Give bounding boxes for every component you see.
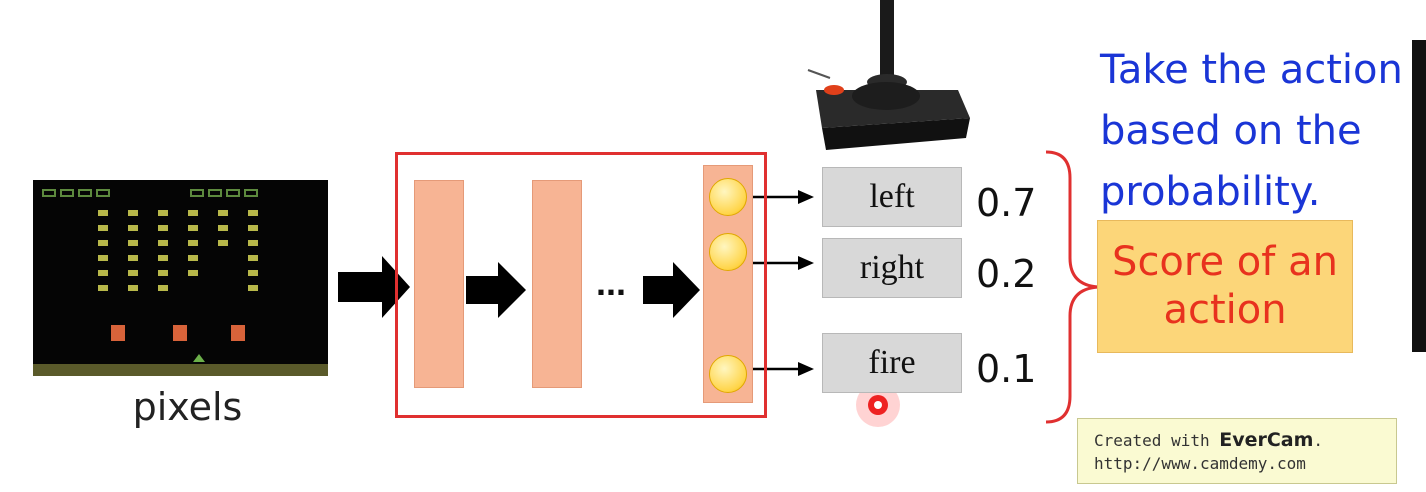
take-action-line: Take the action <box>1100 47 1403 93</box>
layer-arrow-2 <box>643 262 700 318</box>
take-action-line: based on the <box>1100 108 1362 154</box>
take-action-note: Take the action based on the probability… <box>1100 40 1420 223</box>
watermark-brand: EverCam <box>1219 429 1314 451</box>
joystick-icon <box>807 0 970 150</box>
action-box-fire: fire <box>822 333 962 393</box>
right-edge-bar <box>1412 40 1426 352</box>
game-pixels-art <box>33 189 328 376</box>
action-box-left: left <box>822 167 962 227</box>
output-neuron-fire <box>709 355 747 393</box>
probability-fire: 0.1 <box>976 347 1037 391</box>
hidden-layer-2 <box>532 180 582 388</box>
watermark-url: http://www.camdemy.com <box>1094 454 1306 473</box>
score-line: action <box>1163 287 1287 333</box>
evercam-watermark: Created with EverCam. http://www.camdemy… <box>1077 418 1397 484</box>
watermark-prefix: Created with <box>1094 431 1220 450</box>
input-arrow <box>338 256 410 318</box>
game-screen-image <box>33 180 328 376</box>
curly-brace <box>1045 150 1099 424</box>
output-arrow-left <box>748 190 814 204</box>
output-neuron-right <box>709 233 747 271</box>
output-neuron-left <box>709 178 747 216</box>
watermark-suffix: . <box>1313 431 1324 450</box>
output-arrow-right <box>748 256 814 270</box>
take-action-line: probability. <box>1100 169 1321 215</box>
hidden-layers-ellipsis: ... <box>596 262 627 303</box>
score-line: Score of an <box>1112 239 1338 285</box>
network-box <box>395 152 767 418</box>
score-of-action-box: Score of an action <box>1097 220 1353 353</box>
hidden-layer-1 <box>414 180 464 388</box>
layer-arrow-1 <box>466 262 526 318</box>
probability-right: 0.2 <box>976 252 1037 296</box>
cursor-indicator <box>856 383 900 427</box>
pixels-label: pixels <box>132 385 243 429</box>
action-box-right: right <box>822 238 962 298</box>
output-arrow-fire <box>748 362 814 376</box>
probability-left: 0.7 <box>976 181 1037 225</box>
